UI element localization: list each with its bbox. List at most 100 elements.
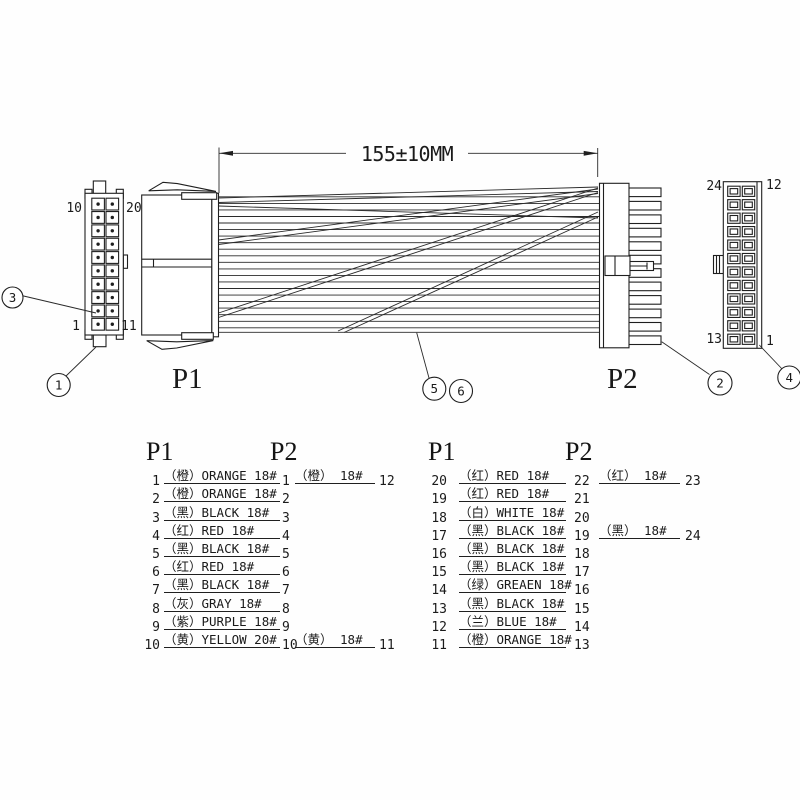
wire-row: 14 （绿）GREAEN 18#16 <box>420 575 701 598</box>
wire-spec: （橙）ORANGE 18# <box>164 484 280 503</box>
p1-pin-label-bottom-left: 1 <box>72 319 80 334</box>
wire-spec: （黑）BLACK 18# <box>164 539 280 557</box>
wire-spec: （黑）BLACK 18# <box>459 593 566 612</box>
wire-row: 7（黑）BLACK 18#7 <box>140 575 395 598</box>
wire-row: 8（灰）GRAY 18#8 <box>140 593 395 616</box>
pin-to: 2 <box>282 492 290 508</box>
pin-to: 6 <box>282 565 290 581</box>
balloon-4: 4 <box>758 344 800 390</box>
wire-crossovers <box>218 186 599 333</box>
p1-top-latch <box>148 181 217 192</box>
pin-to: 1 <box>282 474 290 490</box>
pin-from: 1 <box>152 474 160 490</box>
p2-pin-grid <box>727 185 756 345</box>
balloon-3: 3 <box>1 286 97 314</box>
wire-row: 10（黄）YELLOW 20#10（黄） 18#11 <box>140 630 394 652</box>
pin-extra: 12 <box>379 474 395 490</box>
pin-from: 10 <box>144 637 160 653</box>
pin-to: 7 <box>282 583 290 599</box>
table-header-p2: P2 <box>270 437 298 466</box>
pin-to: 17 <box>574 565 590 581</box>
wire-spec: （橙）ORANGE 18# <box>164 466 280 485</box>
p2-front-view: 24 12 13 1 <box>706 178 781 349</box>
p1-front-view: 10 20 1 11 <box>66 180 142 348</box>
p2-pin-label-bottom-right: 1 <box>766 334 774 349</box>
pin-from: 14 <box>431 583 447 599</box>
wire-spec: （黄） 18# <box>295 630 375 648</box>
wire-row: 11（橙）ORANGE 18#13 <box>420 630 701 652</box>
wire-table-p1-11-20: P1 P2 20 （红）RED 18# 22 （红） 18# 23 19 （红）RED 18… <box>420 437 701 672</box>
pin-to: 16 <box>574 583 590 599</box>
dim-arrow-left <box>219 150 233 156</box>
pin-to: 18 <box>574 546 590 562</box>
wire-row: 15（黑）BLACK 18#17 <box>420 557 701 580</box>
p2-side-tab <box>712 254 725 275</box>
wire-spec: （红）RED 18# <box>459 484 566 503</box>
p1-body <box>141 194 213 336</box>
wire-row: 2（橙）ORANGE 18#2 <box>140 484 395 507</box>
pin-from: 7 <box>152 583 160 599</box>
wire-row: 5（黑）BLACK 18#5 <box>140 539 395 561</box>
pin-from: 3 <box>152 510 160 526</box>
pin-from: 20 <box>431 474 447 490</box>
wire-spec: （黑）BLACK 18# <box>164 575 280 594</box>
pin-from: 13 <box>431 601 447 617</box>
wire-spec: （橙）ORANGE 18# <box>459 630 572 648</box>
p2-pin-label-top-left: 24 <box>706 179 722 194</box>
svg-text:6: 6 <box>457 384 465 399</box>
dimension: 155±10MM <box>218 142 599 193</box>
pin-to: 15 <box>574 601 590 617</box>
pin-from: 9 <box>152 619 160 635</box>
svg-text:3: 3 <box>9 290 17 305</box>
pin-from: 6 <box>152 565 160 581</box>
table-header-p2: P2 <box>565 437 593 466</box>
dim-arrow-right <box>583 150 598 156</box>
pin-to: 5 <box>282 546 290 562</box>
pin-to: 8 <box>282 601 290 617</box>
wire-spec: （红）RED 18# <box>459 466 566 485</box>
p2-side-view <box>598 182 662 349</box>
svg-text:5: 5 <box>431 381 439 396</box>
wire-spec: （黑）BLACK 18# <box>459 521 566 539</box>
pin-to: 4 <box>282 528 290 544</box>
svg-text:2: 2 <box>716 376 724 391</box>
table-header-p1: P1 <box>146 437 174 466</box>
pin-from: 8 <box>152 601 160 617</box>
wire-spec: （黄）YELLOW 20# <box>164 630 280 648</box>
wire-row: 17（黑）BLACK 18#19（黑） 18#24 <box>420 521 700 543</box>
cable-wires <box>218 196 599 333</box>
p1-pin-label-top-left: 10 <box>66 201 82 216</box>
pin-from: 17 <box>431 528 447 544</box>
pin-to: 3 <box>282 510 290 526</box>
p2-label: P2 <box>607 363 638 395</box>
wire-spec: （黑） 18# <box>599 521 680 539</box>
p2-pin-label-bottom-left: 13 <box>706 332 722 347</box>
wire-row: 16（黑）BLACK 18#18 <box>420 539 701 561</box>
table-header-p1: P1 <box>428 437 456 466</box>
pin-from: 15 <box>431 565 447 581</box>
wire-row: 4（红）RED 18#4 <box>140 521 395 543</box>
pin-from: 19 <box>431 492 447 508</box>
wire-spec: （红）RED 18# <box>164 521 280 539</box>
svg-text:4: 4 <box>786 370 794 385</box>
pin-to: 20 <box>574 510 590 526</box>
pin-to: 22 <box>574 474 590 490</box>
wire-spec: （紫）PURPLE 18# <box>164 612 280 630</box>
pin-from: 4 <box>152 528 160 544</box>
pin-to: 10 <box>282 637 298 653</box>
wire-spec: （红） 18# <box>599 466 680 485</box>
p1-side-view <box>141 181 220 350</box>
p1-wire-seal <box>211 192 220 338</box>
pin-from: 16 <box>431 546 447 562</box>
pin-extra: 24 <box>685 528 701 544</box>
wire-row: 6（红）RED 18#6 <box>140 557 395 580</box>
balloon-5: 5 <box>416 332 447 401</box>
pin-extra: 23 <box>685 474 701 490</box>
balloon-1: 1 <box>46 346 97 398</box>
pin-from: 18 <box>431 510 447 526</box>
wire-spec: （绿）GREAEN 18# <box>459 575 572 594</box>
p1-pin-grid <box>91 197 120 331</box>
